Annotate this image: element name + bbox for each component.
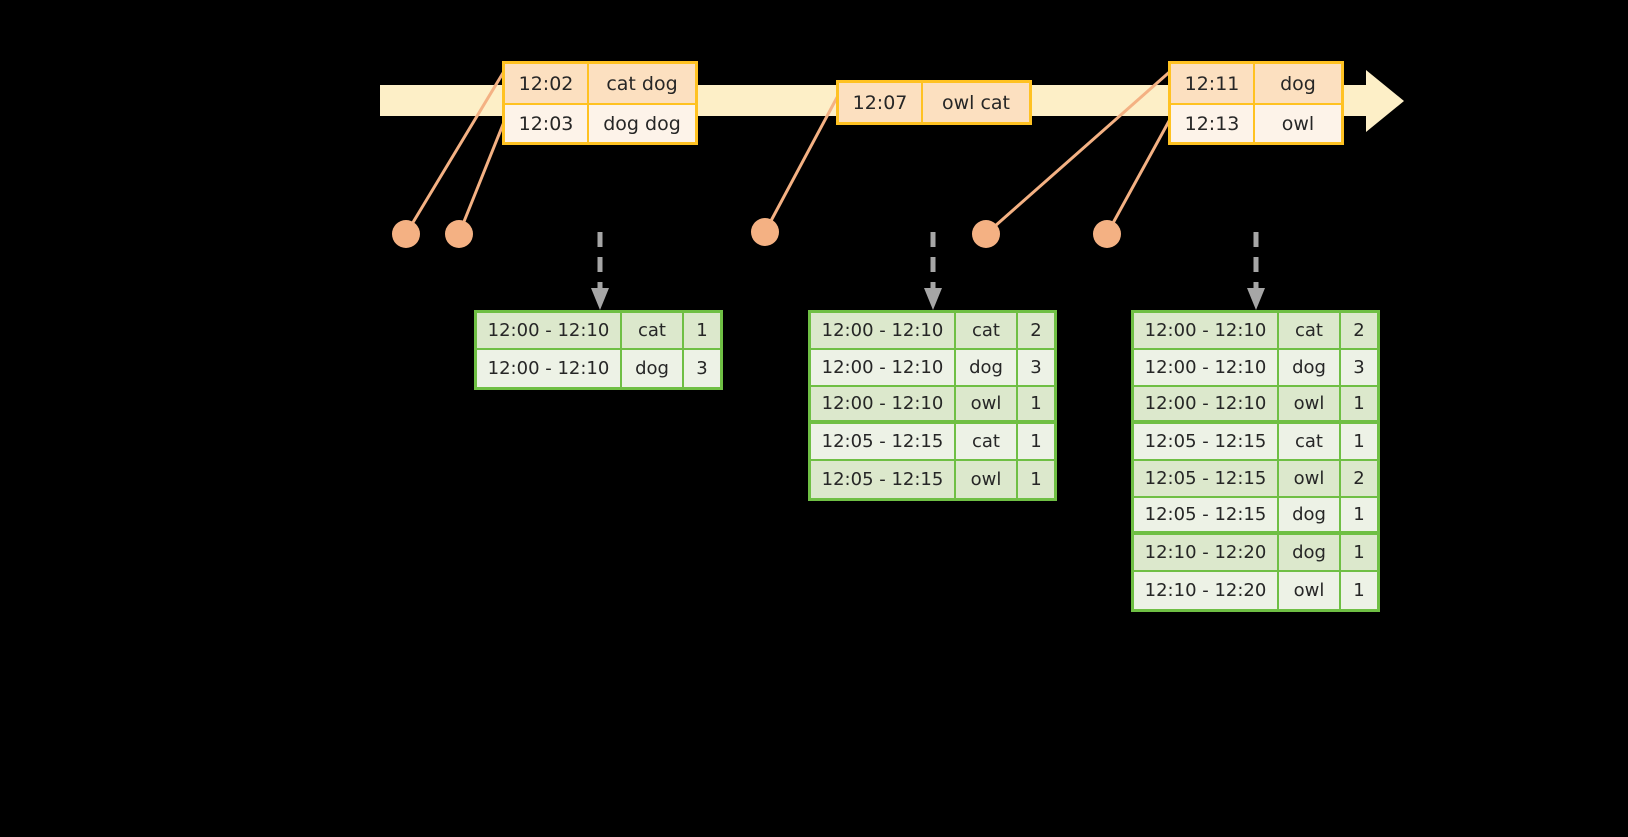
- count-cell: 1: [1353, 431, 1365, 452]
- count-cell: 3: [1353, 357, 1365, 378]
- window-cell: 12:00 - 12:10: [477, 350, 622, 387]
- down-arrow-icon: [591, 232, 609, 310]
- event-box-2: 12:07 owl cat: [836, 80, 1032, 125]
- key-cell: owl: [1279, 387, 1341, 420]
- key-cell: dog: [1279, 498, 1341, 531]
- count-cell: 3: [1030, 357, 1042, 378]
- count-cell: 2: [1353, 468, 1365, 489]
- event-row: 12:07 owl cat: [839, 83, 1029, 122]
- count-cell: 1: [1353, 393, 1365, 414]
- key-cell: dog: [1279, 535, 1341, 570]
- count-cell: 1: [1030, 469, 1042, 490]
- window-cell: 12:00 - 12:10: [811, 313, 956, 348]
- event-dot: [972, 220, 1000, 248]
- count-cell: 1: [1030, 431, 1042, 452]
- key-cell: owl: [1279, 572, 1341, 609]
- window-cell: 12:00 - 12:10: [1134, 387, 1279, 420]
- event-time: 12:13: [1171, 105, 1255, 142]
- count-cell: 1: [696, 320, 708, 341]
- window-cell: 12:10 - 12:20: [1134, 535, 1279, 570]
- count-cell: 3: [696, 358, 708, 379]
- event-row: 12:11 dog: [1171, 64, 1341, 103]
- event-time: 12:07: [839, 83, 923, 122]
- window-cell: 12:10 - 12:20: [1134, 572, 1279, 609]
- event-row: 12:13 owl: [1171, 103, 1341, 142]
- key-cell: dog: [956, 350, 1018, 385]
- event-dot: [1093, 220, 1121, 248]
- window-cell: 12:05 - 12:15: [811, 424, 956, 459]
- key-cell: owl: [1279, 461, 1341, 496]
- window-cell: 12:00 - 12:10: [1134, 350, 1279, 385]
- event-dot: [445, 220, 473, 248]
- key-cell: cat: [956, 424, 1018, 459]
- event-words: dog: [1280, 72, 1316, 95]
- key-cell: owl: [956, 387, 1018, 420]
- event-time: 12:02: [505, 64, 589, 103]
- event-time: 12:11: [1171, 64, 1255, 103]
- window-cell: 12:05 - 12:15: [811, 461, 956, 498]
- window-cell: 12:05 - 12:15: [1134, 498, 1279, 531]
- event-time: 12:03: [505, 105, 589, 142]
- window-cell: 12:00 - 12:10: [811, 387, 956, 420]
- key-cell: dog: [1279, 350, 1341, 385]
- window-cell: 12:00 - 12:10: [1134, 313, 1279, 348]
- count-cell: 1: [1030, 393, 1042, 414]
- window-cell: 12:00 - 12:10: [811, 350, 956, 385]
- event-box-1: 12:02 cat dog 12:03 dog dog: [502, 61, 698, 145]
- event-words: owl cat: [941, 91, 1011, 114]
- count-cell: 1: [1353, 504, 1365, 525]
- connector-dots: [392, 218, 1121, 248]
- count-cell: 1: [1353, 580, 1365, 601]
- down-arrow-icon: [924, 232, 942, 310]
- window-cell: 12:05 - 12:15: [1134, 461, 1279, 496]
- count-cell: 2: [1353, 320, 1365, 341]
- event-row: 12:03 dog dog: [505, 103, 695, 142]
- event-dot: [751, 218, 779, 246]
- count-cell: 2: [1030, 320, 1042, 341]
- key-cell: cat: [1279, 313, 1341, 348]
- event-dot: [392, 220, 420, 248]
- timeline-arrowhead-icon: [1366, 70, 1404, 132]
- window-cell: 12:05 - 12:15: [1134, 424, 1279, 459]
- count-cell: 1: [1353, 542, 1365, 563]
- event-box-3: 12:11 dog 12:13 owl: [1168, 61, 1344, 145]
- event-row: 12:02 cat dog: [505, 64, 695, 103]
- event-words: owl: [1281, 112, 1315, 135]
- key-cell: dog: [622, 350, 684, 387]
- event-words: dog dog: [603, 112, 681, 135]
- key-cell: owl: [956, 461, 1018, 498]
- window-cell: 12:00 - 12:10: [477, 313, 622, 348]
- key-cell: cat: [1279, 424, 1341, 459]
- event-words: cat dog: [606, 72, 678, 95]
- down-arrow-icon: [1247, 232, 1265, 310]
- key-cell: cat: [622, 313, 684, 348]
- key-cell: cat: [956, 313, 1018, 348]
